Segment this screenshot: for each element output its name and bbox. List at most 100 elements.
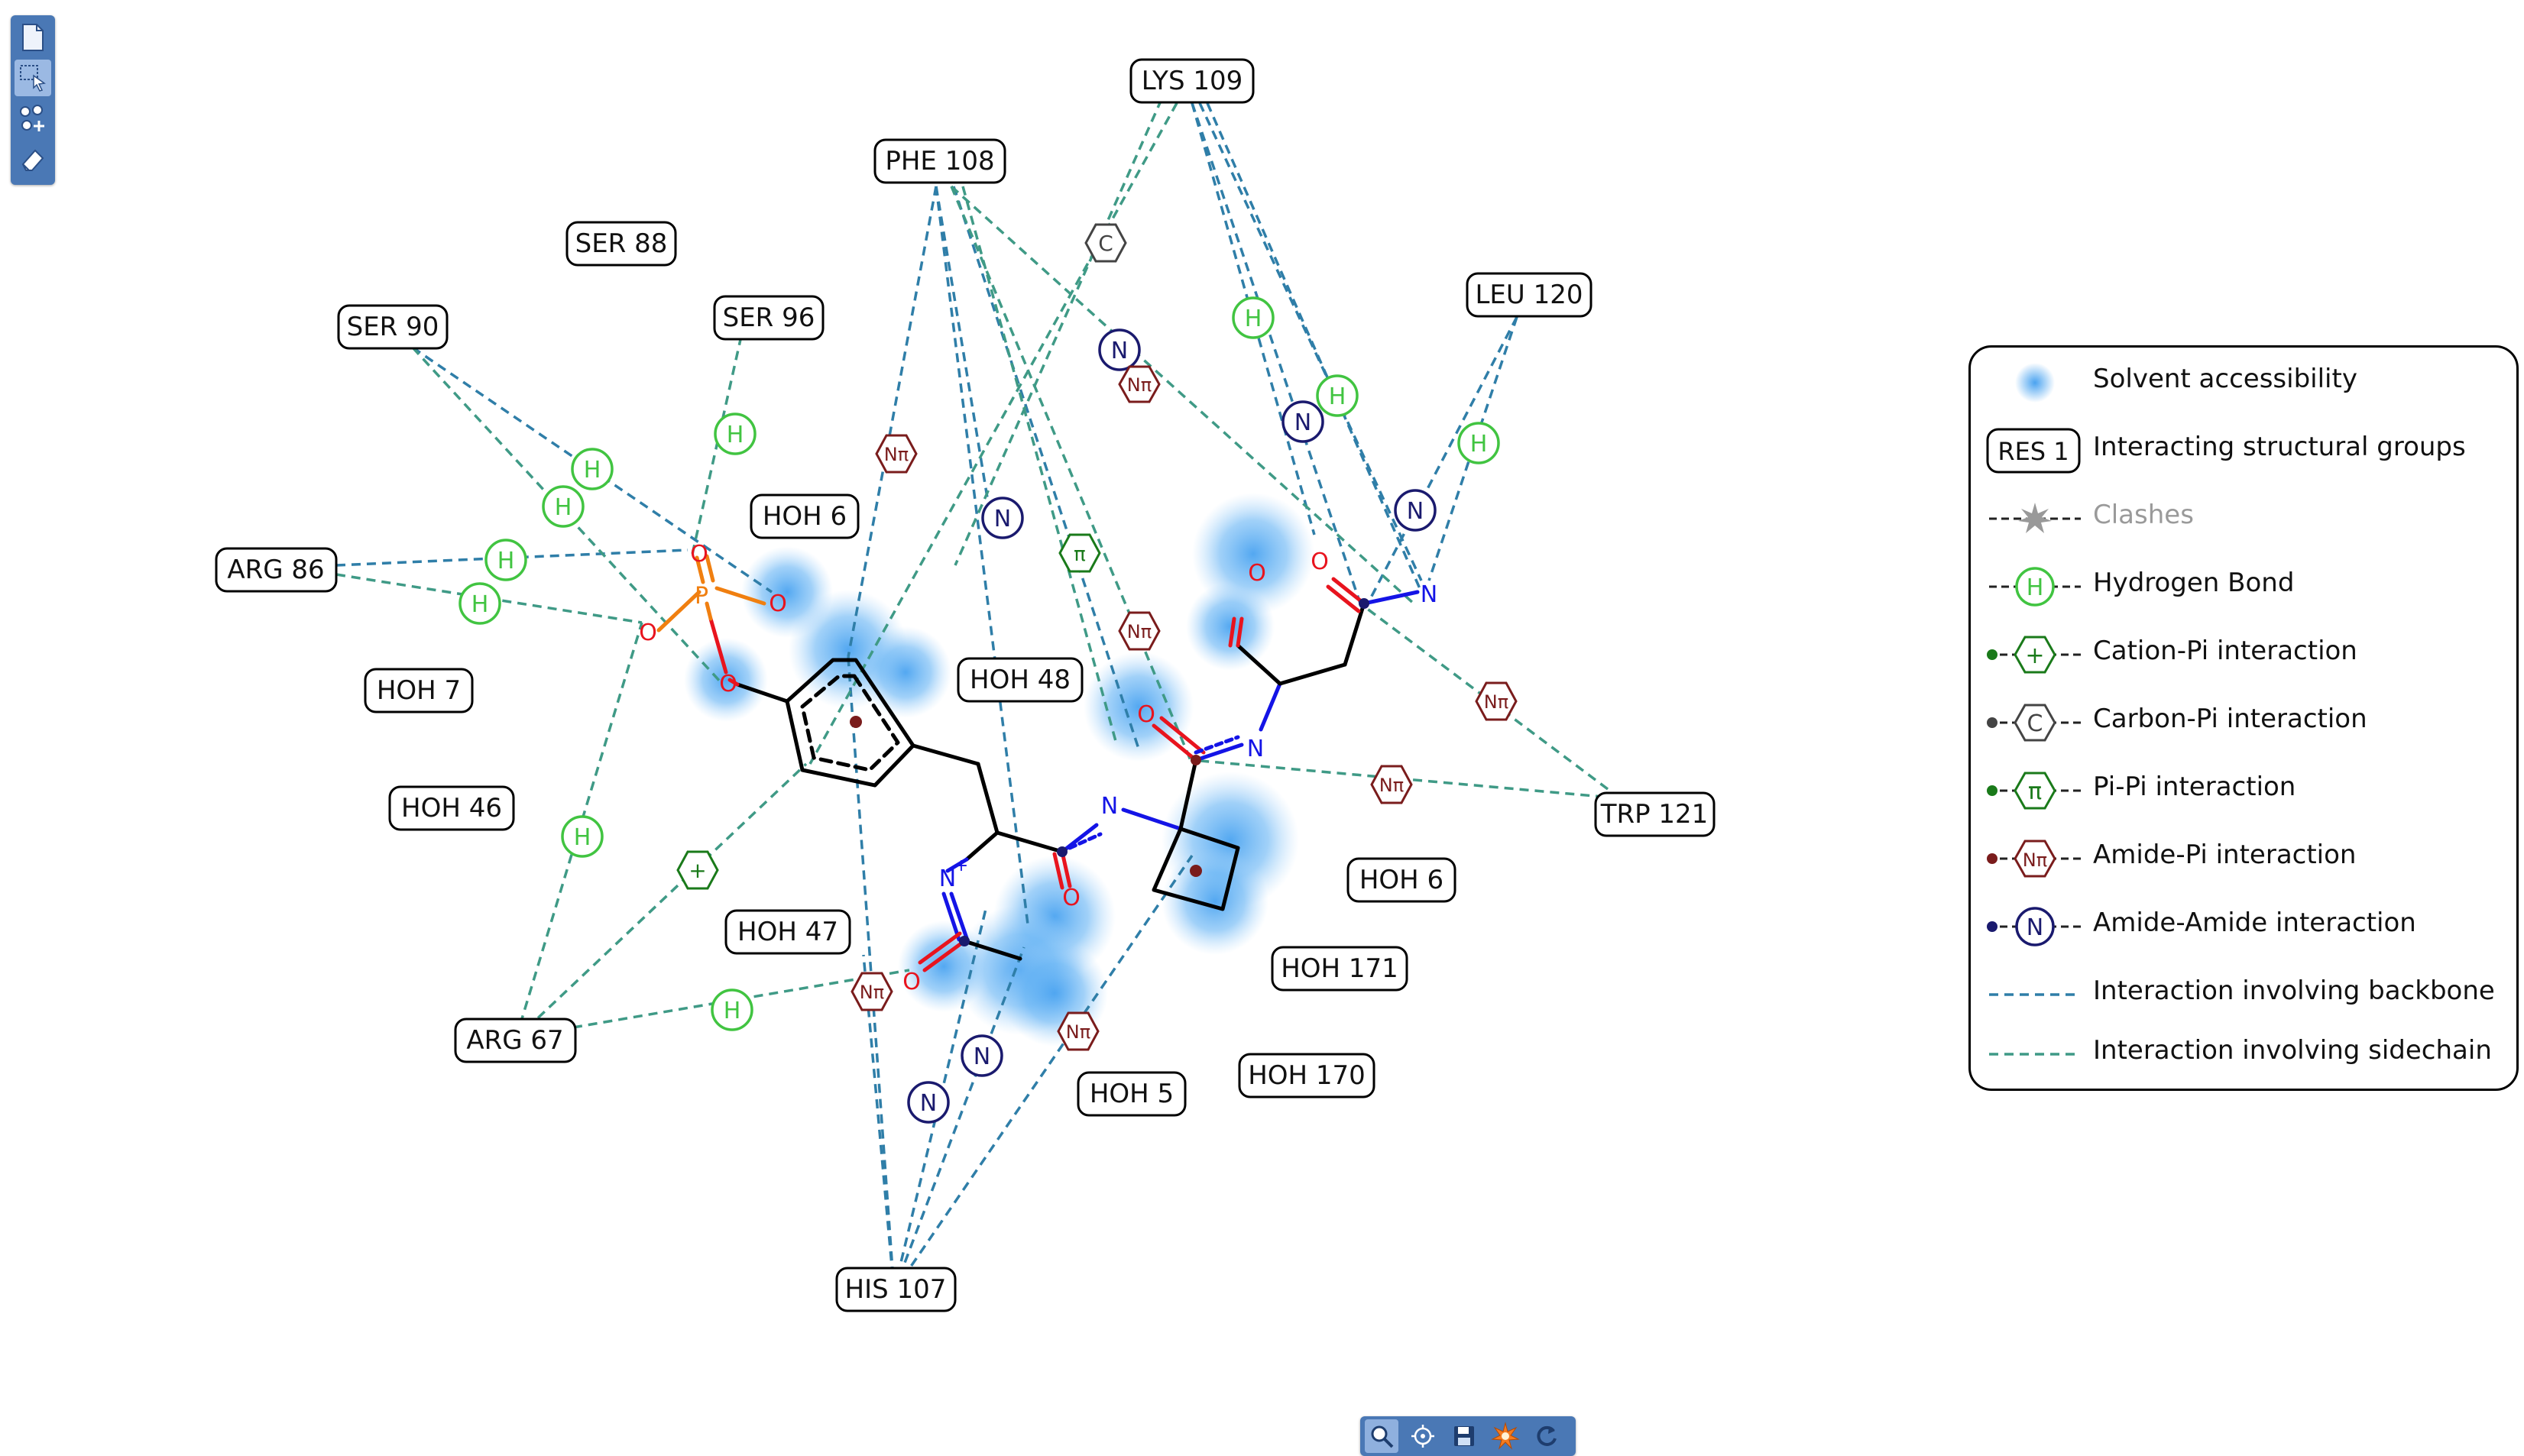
legend-item-groups: RES 1 Interacting structural groups <box>1971 424 2516 477</box>
amide-amide-marker[interactable]: N <box>1098 328 1141 371</box>
amide-pi-marker[interactable]: Nπ <box>1057 1011 1100 1051</box>
svg-text:SER 88: SER 88 <box>575 228 668 259</box>
residue-hoh46[interactable]: HOH 46 <box>388 785 515 831</box>
atom-o: O <box>1137 701 1155 728</box>
bond <box>708 616 728 675</box>
svg-text:HOH 5: HOH 5 <box>1090 1079 1174 1109</box>
legend-label: Solvent accessibility <box>2093 364 2357 394</box>
amide-pi-marker[interactable]: Nπ <box>1118 611 1161 651</box>
residue-hoh6a[interactable]: HOH 6 <box>750 493 860 539</box>
svg-text:N: N <box>2027 914 2043 941</box>
hbond-marker[interactable]: H <box>1232 296 1275 339</box>
backbone-line <box>893 946 1025 1292</box>
legend-item-backbone: Interaction involving backbone <box>1971 968 2516 1021</box>
residue-ser96[interactable]: SER 96 <box>713 295 825 341</box>
hbond-marker[interactable]: H <box>542 485 585 528</box>
reset-view-icon[interactable] <box>1530 1419 1563 1453</box>
residue-hoh7[interactable]: HOH 7 <box>364 668 474 713</box>
bond <box>1060 849 1072 888</box>
legend-label: Clashes <box>2093 500 2194 530</box>
add-structure-icon[interactable] <box>15 100 51 137</box>
zoom-icon[interactable] <box>1365 1419 1398 1453</box>
hbond-marker[interactable]: H <box>561 815 604 858</box>
amide-amide-marker[interactable]: N <box>907 1081 950 1124</box>
residue-hoh170[interactable]: HOH 170 <box>1238 1053 1375 1098</box>
bond <box>1278 662 1347 686</box>
residue-lys109[interactable]: LYS 109 <box>1129 58 1255 104</box>
residue-his107[interactable]: HIS 107 <box>835 1267 957 1312</box>
bond <box>945 857 969 873</box>
backbone-line <box>952 186 1140 749</box>
backbone-line <box>1191 102 1362 604</box>
residue-arg67[interactable]: ARG 67 <box>454 1018 577 1063</box>
bond <box>976 762 1000 835</box>
sidechain-line <box>961 186 1117 742</box>
legend-item-solvent: Solvent accessibility <box>1971 356 2516 409</box>
bond <box>1159 716 1206 755</box>
residue-leu120[interactable]: LEU 120 <box>1466 272 1592 318</box>
solvent-blob <box>860 626 951 718</box>
tool-palette <box>11 15 55 185</box>
view-toolbar <box>1360 1416 1576 1456</box>
amide-amide-marker[interactable]: N <box>961 1034 1003 1077</box>
svg-text:Nπ: Nπ <box>1379 775 1404 796</box>
amide-amide-marker[interactable]: N <box>1394 489 1437 532</box>
residue-ser90[interactable]: SER 90 <box>337 304 449 350</box>
svg-text:TRP 121: TRP 121 <box>1600 799 1709 830</box>
hbond-marker[interactable]: H <box>484 539 527 581</box>
atom-n: N <box>939 866 956 892</box>
hbond-marker[interactable]: H <box>571 448 614 490</box>
eraser-icon[interactable] <box>15 141 51 177</box>
svg-text:C: C <box>2027 710 2043 737</box>
svg-text:HOH 48: HOH 48 <box>970 665 1071 695</box>
amide-pi-marker[interactable]: Nπ <box>851 972 893 1011</box>
amide-pi-marker[interactable]: Nπ <box>875 434 918 474</box>
carbon-pi-icon: C <box>1987 704 2081 742</box>
residue-hoh6b[interactable]: HOH 6 <box>1346 857 1456 903</box>
svg-text:N: N <box>1111 338 1128 364</box>
select-tool-icon[interactable] <box>15 60 51 96</box>
amide-amide-marker[interactable]: N <box>981 497 1024 539</box>
solvent-accessibility-icon <box>2015 363 2055 403</box>
save-icon[interactable] <box>1447 1419 1481 1453</box>
amide-amide-marker[interactable]: N <box>1281 400 1324 443</box>
residue-arg86[interactable]: ARG 86 <box>215 547 338 593</box>
hbond-marker[interactable]: H <box>458 582 501 625</box>
legend-label: Pi-Pi interaction <box>2093 772 2296 802</box>
bond <box>1343 601 1366 667</box>
new-document-icon[interactable] <box>15 19 51 56</box>
clashes-toggle-icon[interactable] <box>1489 1419 1522 1453</box>
residue-hoh5[interactable]: HOH 5 <box>1077 1071 1187 1117</box>
residue-hoh48[interactable]: HOH 48 <box>957 657 1084 703</box>
pi-pi-marker[interactable]: π <box>1058 533 1101 573</box>
bond <box>911 743 980 766</box>
residue-hoh47[interactable]: HOH 47 <box>724 909 851 955</box>
benzene-ring-inner <box>800 674 900 772</box>
residue-ser88[interactable]: SER 88 <box>565 221 677 267</box>
solvent-blob <box>1186 582 1275 671</box>
amide-pi-marker[interactable]: Nπ <box>1475 681 1518 721</box>
carbon-pi-marker[interactable]: C <box>1084 223 1127 263</box>
amide-pi-marker[interactable]: Nπ <box>1370 765 1413 804</box>
atom-n: N <box>1247 736 1264 762</box>
atom-dot <box>1057 846 1068 857</box>
hbond-marker[interactable]: H <box>711 988 753 1031</box>
residue-hoh171[interactable]: HOH 171 <box>1271 946 1408 992</box>
hbond-marker[interactable]: H <box>1316 374 1359 417</box>
pan-select-icon[interactable] <box>1406 1419 1440 1453</box>
residue-trp121[interactable]: TRP 121 <box>1594 791 1716 837</box>
cation-pi-marker[interactable]: + <box>676 850 719 890</box>
backbone-line <box>935 186 995 535</box>
hbond-marker[interactable]: H <box>714 413 757 455</box>
legend-label: Hydrogen Bond <box>2093 568 2295 598</box>
hbond-marker[interactable]: H <box>1457 422 1500 464</box>
svg-text:ARG 86: ARG 86 <box>227 555 324 585</box>
atom-o: O <box>902 969 921 995</box>
legend-item-pi-pi: π Pi-Pi interaction <box>1971 764 2516 817</box>
atom-n: N <box>1421 581 1437 608</box>
svg-text:Nπ: Nπ <box>1484 691 1508 713</box>
amide-pi-marker[interactable]: Nπ <box>1118 365 1161 403</box>
legend-item-hbond: H Hydrogen Bond <box>1971 560 2516 613</box>
residue-phe108[interactable]: PHE 108 <box>873 138 1006 184</box>
